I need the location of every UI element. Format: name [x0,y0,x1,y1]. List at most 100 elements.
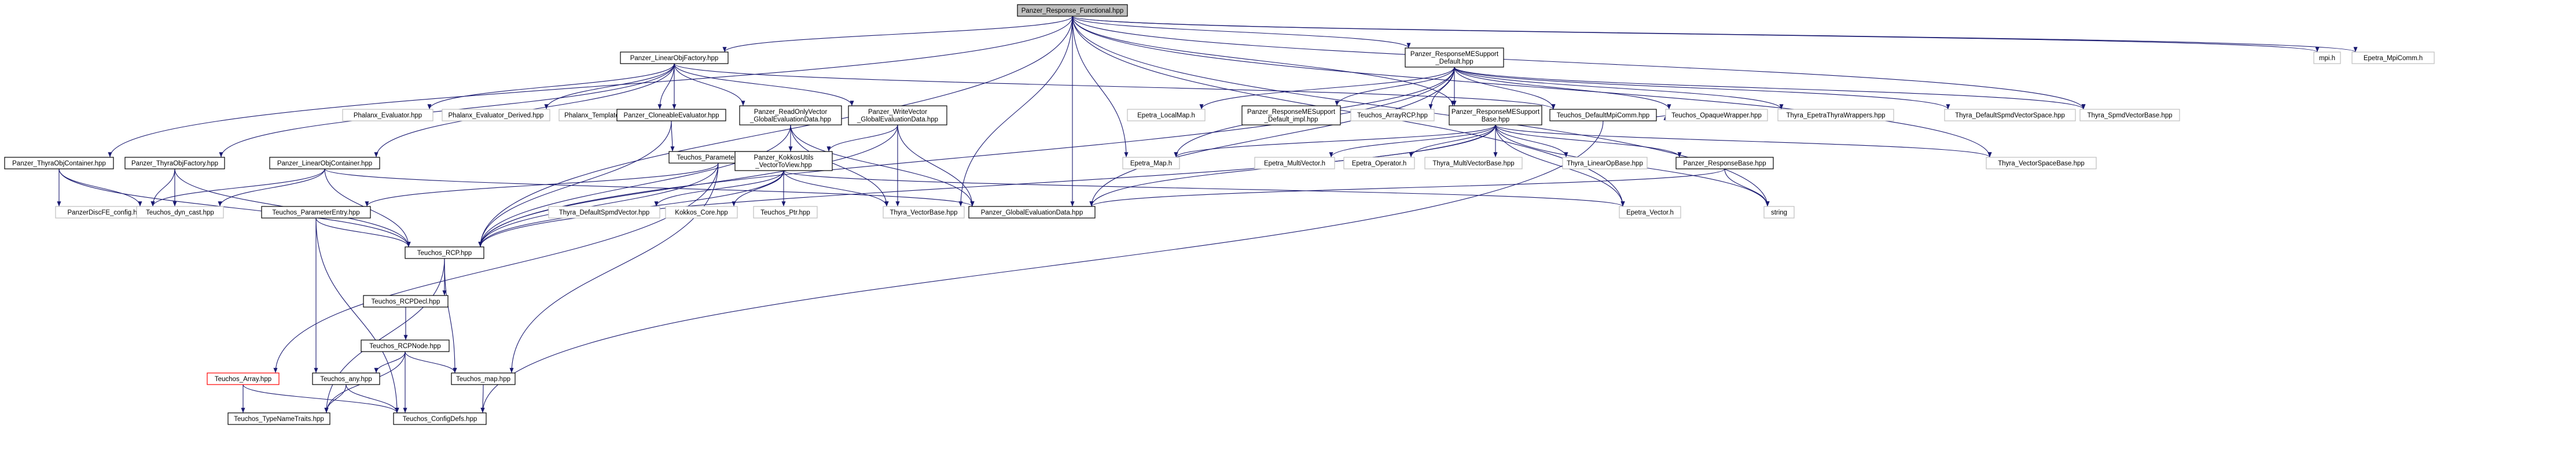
node-box [269,157,380,169]
node-box [1675,157,1774,169]
node-string[interactable]: string [1763,206,1795,219]
node-readonly[interactable]: Panzer_ReadOnlyVector_GlobalEvaluationDa… [739,105,842,125]
node-rme[interactable]: Panzer_ResponseMESupport_Default.hpp [1405,47,1504,68]
node-rmeimpl[interactable]: Panzer_ResponseMESupport_Default_impl.hp… [1241,105,1341,125]
node-phxder[interactable]: Phalanx_Evaluator_Derived.hpp [442,109,550,121]
node-tvb[interactable]: Thyra_VectorBase.hpp [883,206,965,219]
node-kokkos[interactable]: Panzer_KokkosUtils_VectorToView.hpp [734,151,833,171]
node-thyradsv[interactable]: Thyra_DefaultSpmdVectorSpace.hpp [1944,109,2076,121]
edge-tany-to-tcfg [346,384,399,413]
node-linobjc[interactable]: Panzer_LinearObjContainer.hpp [269,157,380,169]
node-label: Epetra_Vector.h [1626,209,1674,216]
node-label: Panzer_WriteVector [868,109,927,116]
edge-linobj-to-phxtm [657,63,675,110]
node-tdsv[interactable]: Thyra_DefaultSpmdVector.hpp [548,206,660,219]
node-kcore[interactable]: Kokkos_Core.hpp [665,206,738,219]
node-tany[interactable]: Teuchos_any.hpp [312,372,380,385]
edge-root-to-rmebase [1072,16,1455,106]
node-box [968,206,1096,219]
node-rcp[interactable]: Teuchos_RCP.hpp [405,246,484,259]
node-label: Kokkos_Core.hpp [675,209,727,216]
edge-paramlist-to-tarray [273,162,719,374]
node-label: _GlobalEvaluationData.hpp [857,116,938,123]
edge-rme-to-ged [1089,67,1455,207]
edge-rmebase-to-emap [1174,124,1496,158]
node-box [1343,157,1415,169]
edge-paramlist-to-tmap [509,162,719,374]
node-tcfg[interactable]: Teuchos_ConfigDefs.hpp [393,412,487,425]
node-label: Teuchos_RCPNode.hpp [369,343,440,350]
node-thyraew[interactable]: Thyra_EpetraThyraWrappers.hpp [1777,109,1894,121]
node-label: Thyra_VectorBase.hpp [890,209,958,216]
node-label: Panzer_GlobalEvaluationData.hpp [981,209,1083,216]
node-arrayrcp[interactable]: Teuchos_ArrayRCP.hpp [1350,109,1435,121]
node-phxeval[interactable]: Phalanx_Evaluator.hpp [342,109,433,121]
edge-root-to-thyraobjc [108,16,1073,158]
node-lmap[interactable]: Epetra_LocalMap.h [1127,109,1206,121]
node-box [1350,109,1435,121]
edge-rcp-to-ttnt [324,258,445,413]
nodes-layer: Panzer_Response_Functional.hppPanzer_Lin… [4,4,2435,425]
node-tarray[interactable]: Teuchos_Array.hpp [207,372,280,385]
node-label: Epetra_MpiComm.h [2364,55,2423,62]
node-evec[interactable]: Epetra_Vector.h [1619,206,1681,219]
node-box [734,151,833,171]
node-label: Base.hpp [1482,116,1510,123]
node-ttnt[interactable]: Teuchos_TypeNameTraits.hpp [227,412,330,425]
edge-rmebase-to-rcp [478,124,1496,248]
edge-linobj-to-phxeval [427,63,675,110]
node-defmpi[interactable]: Teuchos_DefaultMpiComm.hpp [1549,109,1657,121]
edge-rme-to-opaque [1454,67,1671,110]
node-tmap[interactable]: Teuchos_map.hpp [451,372,516,385]
node-label: Panzer_LinearObjContainer.hpp [277,160,372,167]
node-label: Thyra_EpetraThyraWrappers.hpp [1786,112,1885,119]
node-box [1549,109,1657,121]
edge-tany-to-ttnt [324,384,347,413]
node-box [883,206,965,219]
edge-thyraobjc-to-rcp [58,168,411,248]
node-tlob[interactable]: Thyra_LinearOpBase.hpp [1562,157,1648,169]
edge-writevec-to-kokkos [826,124,898,152]
edge-readonly-to-rcp [478,124,791,248]
node-rcpdecl[interactable]: Teuchos_RCPDecl.hpp [363,295,449,308]
node-eop[interactable]: Epetra_Operator.h [1343,157,1415,169]
edge-rme-to-rmeimpl [1335,67,1455,106]
node-tptr[interactable]: Teuchos_Ptr.hpp [753,206,818,219]
edges-layer [57,16,2357,413]
node-box [2313,51,2341,64]
node-mpicomm[interactable]: Epetra_MpiComm.h [2351,51,2435,64]
node-paramentry[interactable]: Teuchos_ParameterEntry.hpp [261,206,371,219]
node-root[interactable]: Panzer_Response_Functional.hpp [1017,4,1128,17]
node-thyrasvb[interactable]: Thyra_SpmdVectorBase.hpp [2079,109,2180,121]
node-emap[interactable]: Epetra_Map.h [1122,157,1180,169]
edge-rmebase-to-eop [1409,124,1496,158]
edge-linobj-to-phxder [544,63,675,110]
edge-rme-to-thyrasvb [1454,67,2086,110]
node-writevec[interactable]: Panzer_WriteVector_GlobalEvaluationData.… [848,105,947,125]
node-tvsb[interactable]: Thyra_VectorSpaceBase.hpp [1986,157,2097,169]
node-rcpnode[interactable]: Teuchos_RCPNode.hpp [361,339,450,352]
node-ged[interactable]: Panzer_GlobalEvaluationData.hpp [968,206,1096,219]
edge-thyraobjf-to-pdfe [150,168,175,207]
edge-cloneable-to-rcp [478,120,672,248]
node-linobj[interactable]: Panzer_LinearObjFactory.hpp [620,51,729,64]
node-box [207,372,280,385]
node-thyraobjf[interactable]: Panzer_ThyraObjFactory.hpp [124,157,225,169]
edge-root-to-linobj [722,16,1073,53]
node-box [1122,157,1180,169]
edge-kokkos-to-tdsv [654,170,784,207]
node-mpi[interactable]: mpi.h [2313,51,2341,64]
edge-root-to-rcp [478,16,1073,248]
node-dyncast[interactable]: Teuchos_dyn_cast.hpp [136,206,224,219]
node-label: Panzer_Response_Functional.hpp [1021,8,1123,14]
node-emv[interactable]: Epetra_MultiVector.h [1254,157,1335,169]
node-label: _GlobalEvaluationData.hpp [749,116,831,123]
node-thyraobjc[interactable]: Panzer_ThyraObjContainer.hpp [4,157,114,169]
node-cloneable[interactable]: Panzer_CloneableEvaluator.hpp [616,109,726,121]
node-opaque[interactable]: Teuchos_OpaqueWrapper.hpp [1665,109,1768,121]
node-box [361,339,450,352]
node-tmvb[interactable]: Thyra_MultiVectorBase.hpp [1424,157,1523,169]
node-respbase[interactable]: Panzer_ResponseBase.hpp [1675,157,1774,169]
